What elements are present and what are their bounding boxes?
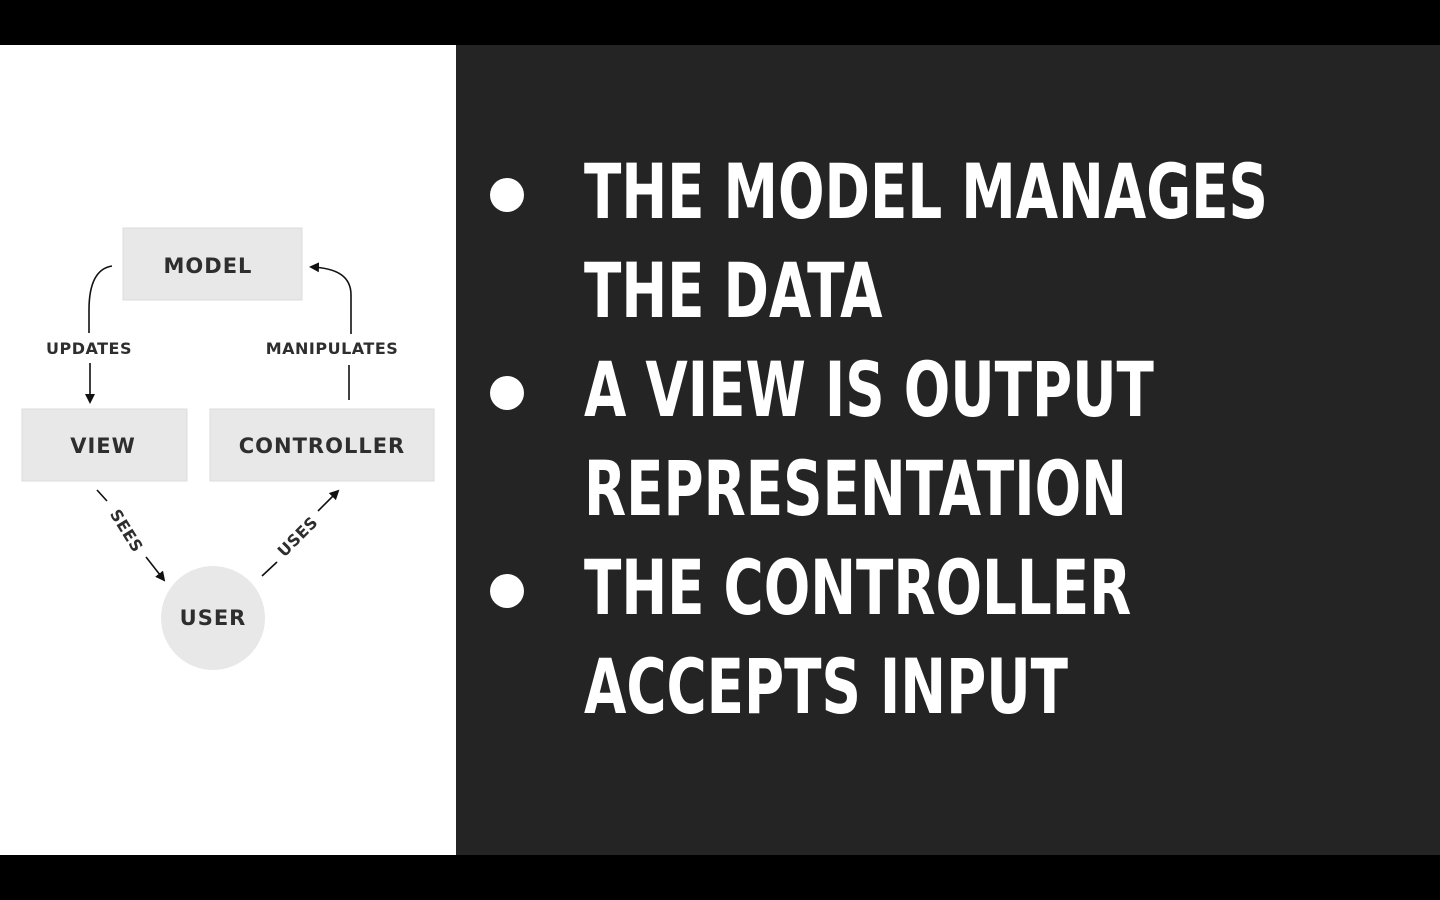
bullet-dot-icon (490, 376, 524, 410)
sees-arrow-lower (145, 556, 166, 582)
updates-edge-label: UPDATES (46, 339, 132, 358)
bullet-item-model: THE MODEL MANAGES THE DATA (456, 142, 1440, 340)
view-node: VIEW (21, 408, 188, 482)
bullet-text: A VIEW IS OUTPUT REPRESENTATION (584, 345, 1154, 533)
uses-arrow-upper (317, 489, 340, 512)
bullet-panel: THE MODEL MANAGES THE DATA A VIEW IS OUT… (456, 45, 1440, 855)
sees-arrow-upper (96, 489, 108, 502)
mvc-diagram: MODEL VIEW CONTROLLER USER (21, 227, 435, 670)
manipulates-edge: MANIPULATES (266, 262, 399, 400)
manipulates-edge-label: MANIPULATES (266, 339, 399, 358)
sees-edge-label: SEES (106, 506, 147, 556)
model-node: MODEL (122, 227, 303, 301)
model-node-label: MODEL (164, 254, 253, 278)
manipulates-arrow-upper (309, 262, 352, 334)
view-node-label: VIEW (70, 434, 136, 458)
user-node: USER (161, 566, 265, 670)
bullet-list: THE MODEL MANAGES THE DATA A VIEW IS OUT… (456, 142, 1440, 736)
sees-edge: SEES (96, 489, 166, 582)
diagram-panel: MODEL VIEW CONTROLLER USER (0, 45, 456, 855)
bullet-dot-icon (490, 178, 524, 212)
bullet-item-view: A VIEW IS OUTPUT REPRESENTATION (456, 340, 1440, 538)
uses-edge-label: USES (274, 513, 322, 561)
user-node-label: USER (180, 606, 247, 630)
bullet-item-controller: THE CONTROLLER ACCEPTS INPUT (456, 538, 1440, 736)
bullet-text: THE MODEL MANAGES THE DATA (584, 147, 1268, 335)
slide: MODEL VIEW CONTROLLER USER (0, 45, 1440, 855)
bullet-dot-icon (490, 574, 524, 608)
bullet-text: THE CONTROLLER ACCEPTS INPUT (584, 543, 1132, 731)
updates-edge: UPDATES (46, 265, 132, 404)
updates-arrow-upper (88, 265, 113, 333)
controller-node-label: CONTROLLER (239, 434, 405, 458)
controller-node: CONTROLLER (209, 408, 435, 482)
uses-arrow-lower (261, 561, 278, 577)
uses-edge: USES (261, 489, 340, 577)
